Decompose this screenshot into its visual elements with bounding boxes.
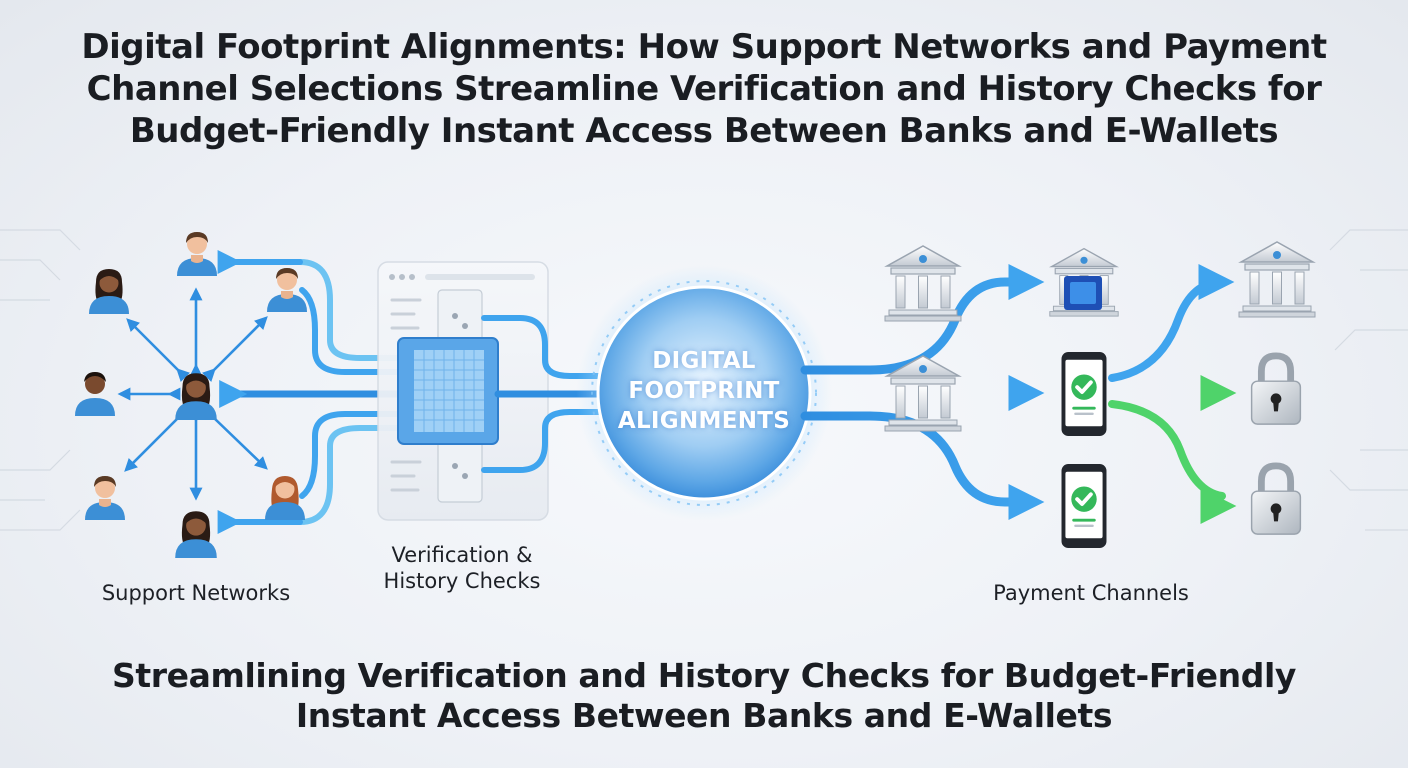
flows-to-verification — [217, 250, 404, 534]
title-line-3: Budget-Friendly Instant Access Between B… — [129, 111, 1279, 151]
bank-icon — [884, 245, 962, 322]
page-subtitle: Streamlining Verification and History Ch… — [60, 656, 1348, 736]
subtitle-line-2: Instant Access Between Banks and E-Walle… — [295, 696, 1113, 735]
person-icon — [175, 373, 217, 420]
lock-icon — [1252, 356, 1301, 424]
verification-label-line-1: Verification & — [391, 543, 533, 567]
digital-footprint-hub — [576, 265, 832, 521]
support-networks-label: Support Networks — [101, 581, 291, 605]
flows-to-channels — [800, 264, 1237, 524]
person-icon — [75, 372, 115, 416]
verification-label: Verification & History Checks — [346, 542, 578, 594]
payment-channel-icons — [884, 241, 1316, 548]
hub-label-line-3: ALIGNMENTS — [617, 408, 791, 434]
phone-check-icon — [1062, 464, 1107, 548]
title-line-2: Channel Selections Streamline Verificati… — [86, 69, 1322, 109]
verification-panel — [377, 261, 549, 521]
circuit-background-right — [1329, 229, 1408, 531]
bank-icon — [1238, 241, 1316, 318]
subtitle-line-1: Streamlining Verification and History Ch… — [112, 656, 1296, 695]
hub-label-line-2: FOOTPRINT — [628, 378, 780, 404]
person-icon — [265, 476, 305, 520]
support-network-spokes — [117, 287, 268, 501]
title-line-1: Digital Footprint Alignments: How Suppor… — [81, 27, 1327, 67]
payment-channels-label: Payment Channels — [993, 581, 1189, 605]
hub-label: DIGITAL FOOTPRINT ALIGNMENTS — [598, 346, 810, 436]
verification-label-line-2: History Checks — [383, 569, 541, 593]
person-icon — [89, 269, 129, 314]
hub-label-line-1: DIGITAL — [652, 348, 756, 374]
page-title: Digital Footprint Alignments: How Suppor… — [40, 26, 1368, 152]
phone-check-icon — [1062, 352, 1107, 436]
person-icon — [175, 511, 217, 558]
circuit-background-left — [0, 229, 81, 531]
person-icon — [177, 232, 217, 276]
person-icon — [85, 476, 125, 520]
lock-icon — [1252, 466, 1301, 534]
bank-icon — [1049, 247, 1119, 317]
